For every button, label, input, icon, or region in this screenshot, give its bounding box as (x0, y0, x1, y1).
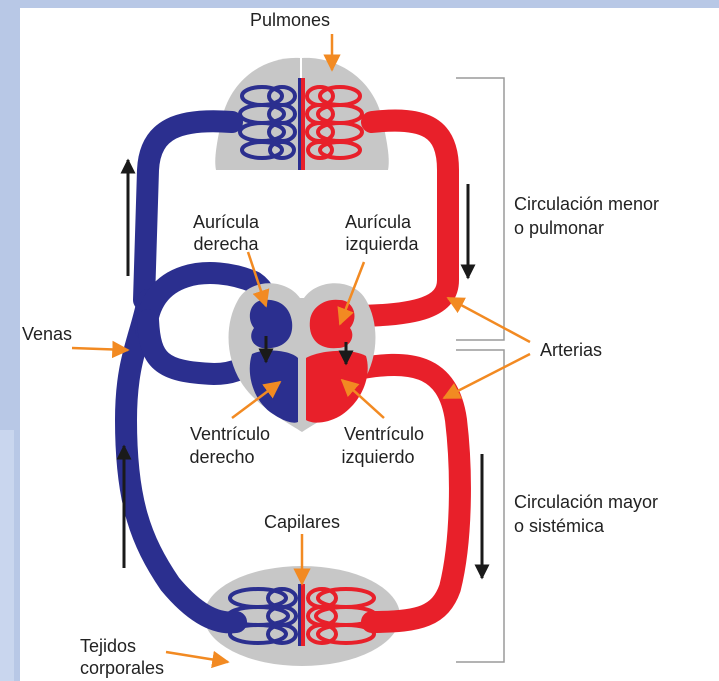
label-tejidos-2: corporales (80, 658, 164, 678)
label-ventriculo-derecho-1: Ventrículo (190, 424, 270, 444)
label-ventriculo-derecho-2: derecho (189, 447, 254, 467)
label-auricula-derecha-1: Aurícula (193, 212, 260, 232)
label-capilares: Capilares (264, 512, 340, 532)
label-ventriculo-izquierdo-1: Ventrículo (344, 424, 424, 444)
label-circ-menor-1: Circulación menor (514, 194, 659, 214)
label-pulmones: Pulmones (250, 10, 330, 30)
label-circ-mayor-1: Circulación mayor (514, 492, 658, 512)
label-tejidos-1: Tejidos (80, 636, 136, 656)
heart (229, 283, 376, 432)
label-auricula-derecha-2: derecha (193, 234, 259, 254)
lungs (215, 58, 389, 170)
pointer-tejidos (166, 652, 228, 662)
label-circ-menor-2: o pulmonar (514, 218, 604, 238)
label-ventriculo-izquierdo-2: izquierdo (341, 447, 414, 467)
label-auricula-izquierda-2: izquierda (345, 234, 419, 254)
pointer-venas (72, 348, 128, 350)
label-auricula-izquierda-1: Aurícula (345, 212, 412, 232)
pointer-arterias-upper (448, 298, 530, 342)
label-arterias: Arterias (540, 340, 602, 360)
bracket-pulmonary (456, 78, 504, 340)
label-circ-mayor-2: o sistémica (514, 516, 605, 536)
left-ventricle (306, 351, 368, 423)
pointer-arterias-lower (444, 354, 530, 398)
label-venas: Venas (22, 324, 72, 344)
